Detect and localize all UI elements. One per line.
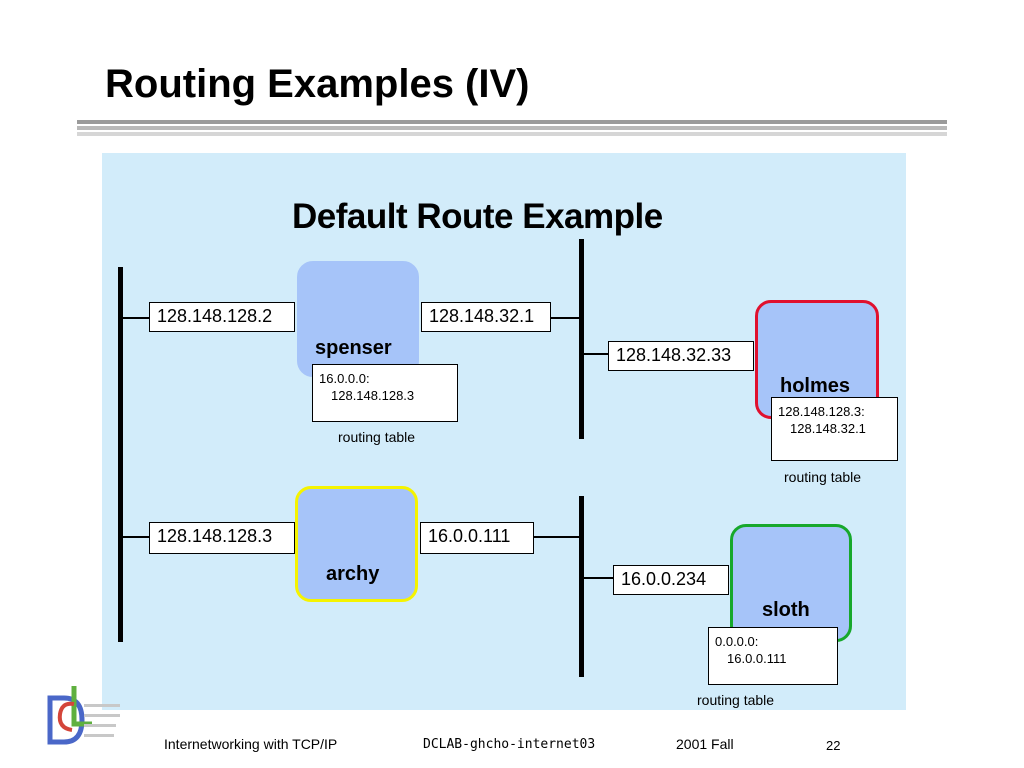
footer-term: 2001 Fall [676,736,734,752]
routing-table-gateway: 128.148.32.1 [790,421,866,436]
footer-course: Internetworking with TCP/IP [164,736,338,752]
routing-table-gateway: 128.148.128.3 [331,388,415,403]
address-holmes: 128.148.32.33 [608,341,754,371]
routing-table-sloth: 0.0.0.0: 16.0.0.111 [708,627,838,685]
link-line [549,317,581,319]
link-line [583,577,613,579]
title-divider [77,126,947,130]
footer-page-number: 22 [826,738,841,753]
link-line [122,317,152,319]
routing-table-caption: routing table [784,469,862,485]
address-spenser-right: 128.148.32.1 [421,302,551,332]
routing-table-destination: 128.148.128.3: [778,404,865,419]
host-label-holmes: holmes [780,375,851,397]
host-label-spenser: spenser [315,337,392,359]
footer-doc-id: DCLAB-ghcho-internet03 [423,737,596,752]
host-spenser [297,261,419,377]
title-divider [77,120,947,124]
network-segment-left [118,267,123,642]
routing-table-spenser: 16.0.0.0: 128.148.128.3 [312,364,458,422]
host-archy [295,486,418,602]
lab-logo [47,686,120,745]
slide-title: Routing Examples (IV) [105,62,530,106]
address-archy-left: 128.148.128.3 [149,522,295,554]
link-line [122,536,152,538]
link-line [534,536,581,538]
routing-table-destination: 16.0.0.0: [319,371,370,386]
address-sloth: 16.0.0.234 [613,565,729,595]
routing-table-caption: routing table [697,692,775,708]
host-label-sloth: sloth [762,599,810,621]
network-segment-bottom [579,496,584,677]
title-divider [77,132,947,136]
host-sloth [730,524,852,642]
diagram-title: Default Route Example [292,197,663,236]
routing-table-caption: routing table [338,429,416,445]
routing-table-gateway: 16.0.0.111 [727,651,787,666]
network-segment-top [579,239,584,439]
routing-table-holmes: 128.148.128.3: 128.148.32.1 [771,397,898,461]
address-archy-right: 16.0.0.111 [420,522,534,554]
address-spenser-left: 128.148.128.2 [149,302,295,332]
host-label-archy: archy [326,563,380,585]
routing-table-destination: 0.0.0.0: [715,634,759,649]
network-diagram: Default Route Example spenser holmes arc… [102,153,906,710]
link-line [583,353,610,355]
